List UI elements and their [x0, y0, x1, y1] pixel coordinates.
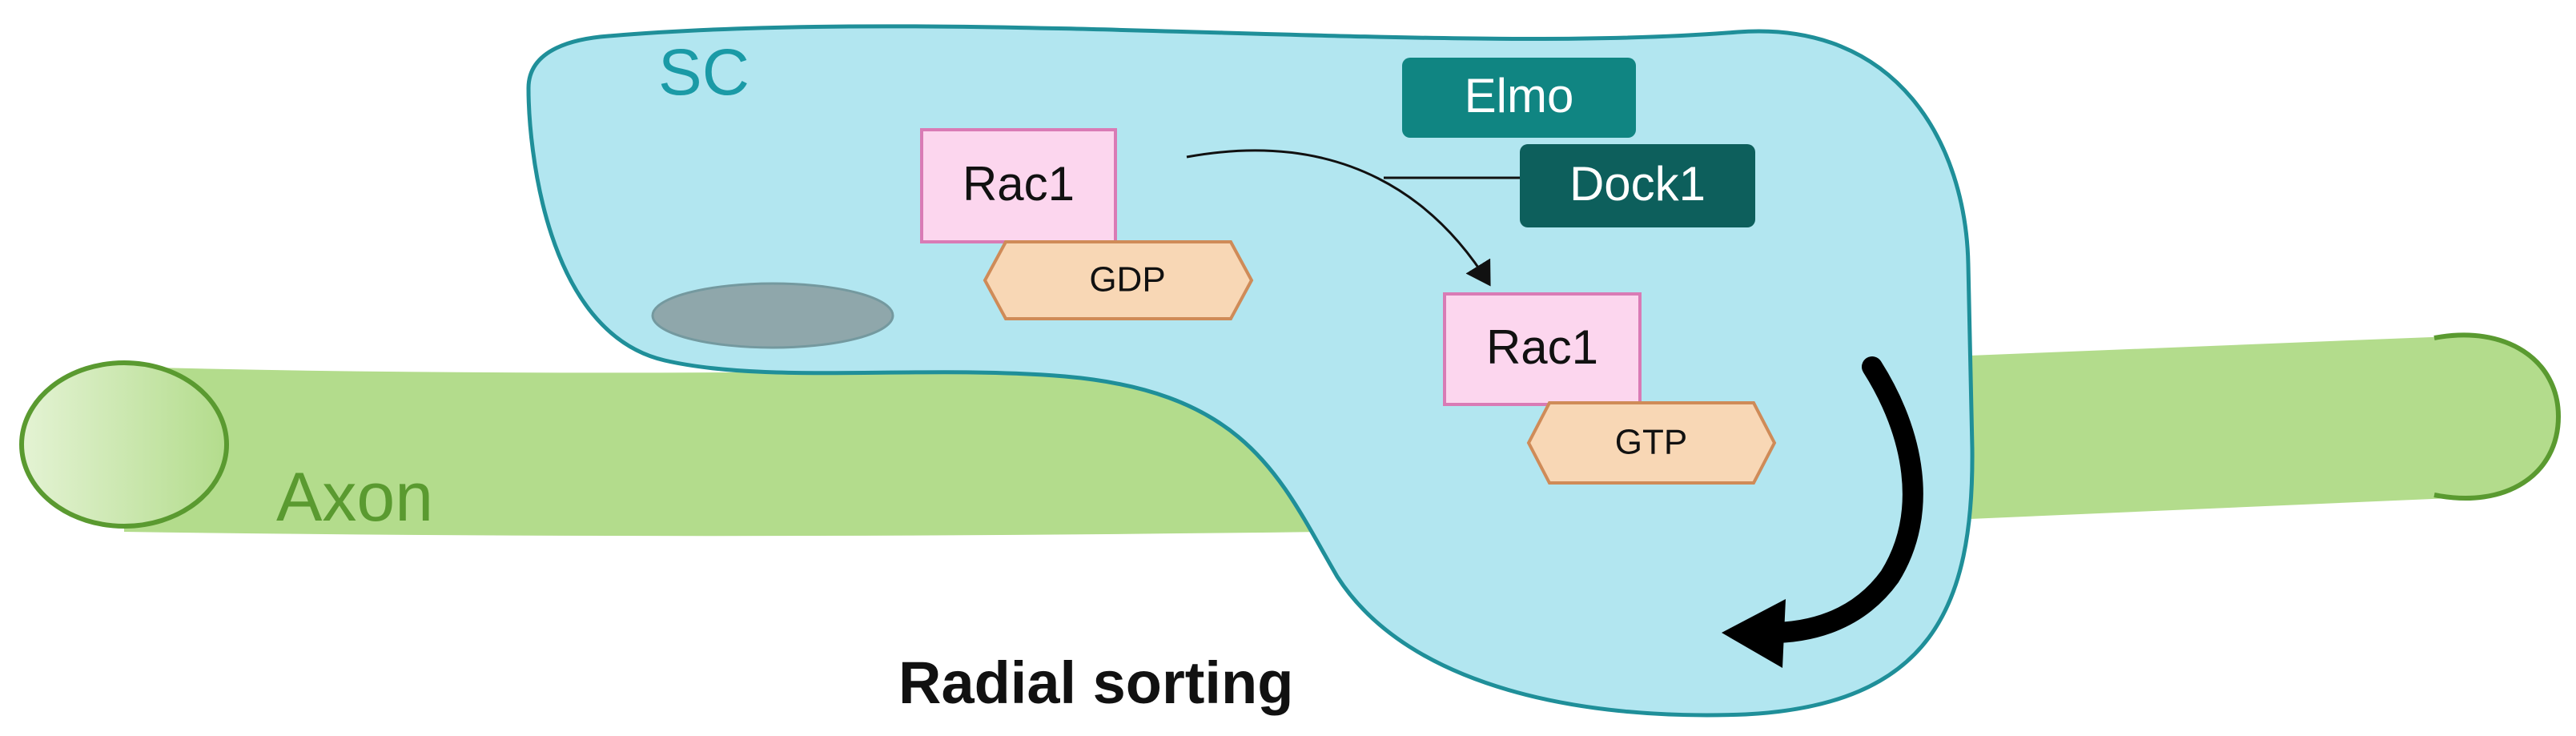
- radial-sorting-arrow-shaft: [1751, 356, 1923, 644]
- schwann-cell-body: [526, 24, 1975, 718]
- radial-sorting-arrow-head: [1722, 599, 1786, 668]
- axon-left-end: [19, 360, 229, 529]
- gdp-hexagon: [983, 240, 1254, 320]
- radial-sorting-arrow: [1722, 356, 1923, 668]
- gtp-label: GTP: [1615, 423, 1687, 462]
- elmo-box: [1402, 58, 1636, 138]
- gtp-hexagon: [1526, 401, 1777, 485]
- activation-arrow: [1186, 149, 1491, 287]
- dock1-box: [1520, 144, 1755, 227]
- axon-label: Axon: [276, 459, 433, 536]
- rac1-active-label: Rac1: [1486, 320, 1598, 374]
- sc-label: SC: [658, 36, 749, 109]
- rac1-gtp-complex: Rac1 GTP: [1443, 292, 1777, 485]
- elmo-label: Elmo: [1465, 69, 1574, 123]
- elmo-dock1-complex: Elmo Dock1: [1384, 58, 1755, 227]
- schwann-cell: SC: [526, 24, 1975, 718]
- axon-right-end: [2433, 332, 2562, 501]
- radial-sorting-label: Radial sorting: [898, 650, 1293, 716]
- rac1-active-box: [1443, 292, 1642, 406]
- rac1-inactive-label: Rac1: [962, 157, 1075, 211]
- dock1-label: Dock1: [1569, 157, 1706, 211]
- rac1-gdp-complex: Rac1 GDP: [920, 128, 1254, 320]
- nucleus: [651, 282, 894, 349]
- gdp-label: GDP: [1089, 260, 1165, 300]
